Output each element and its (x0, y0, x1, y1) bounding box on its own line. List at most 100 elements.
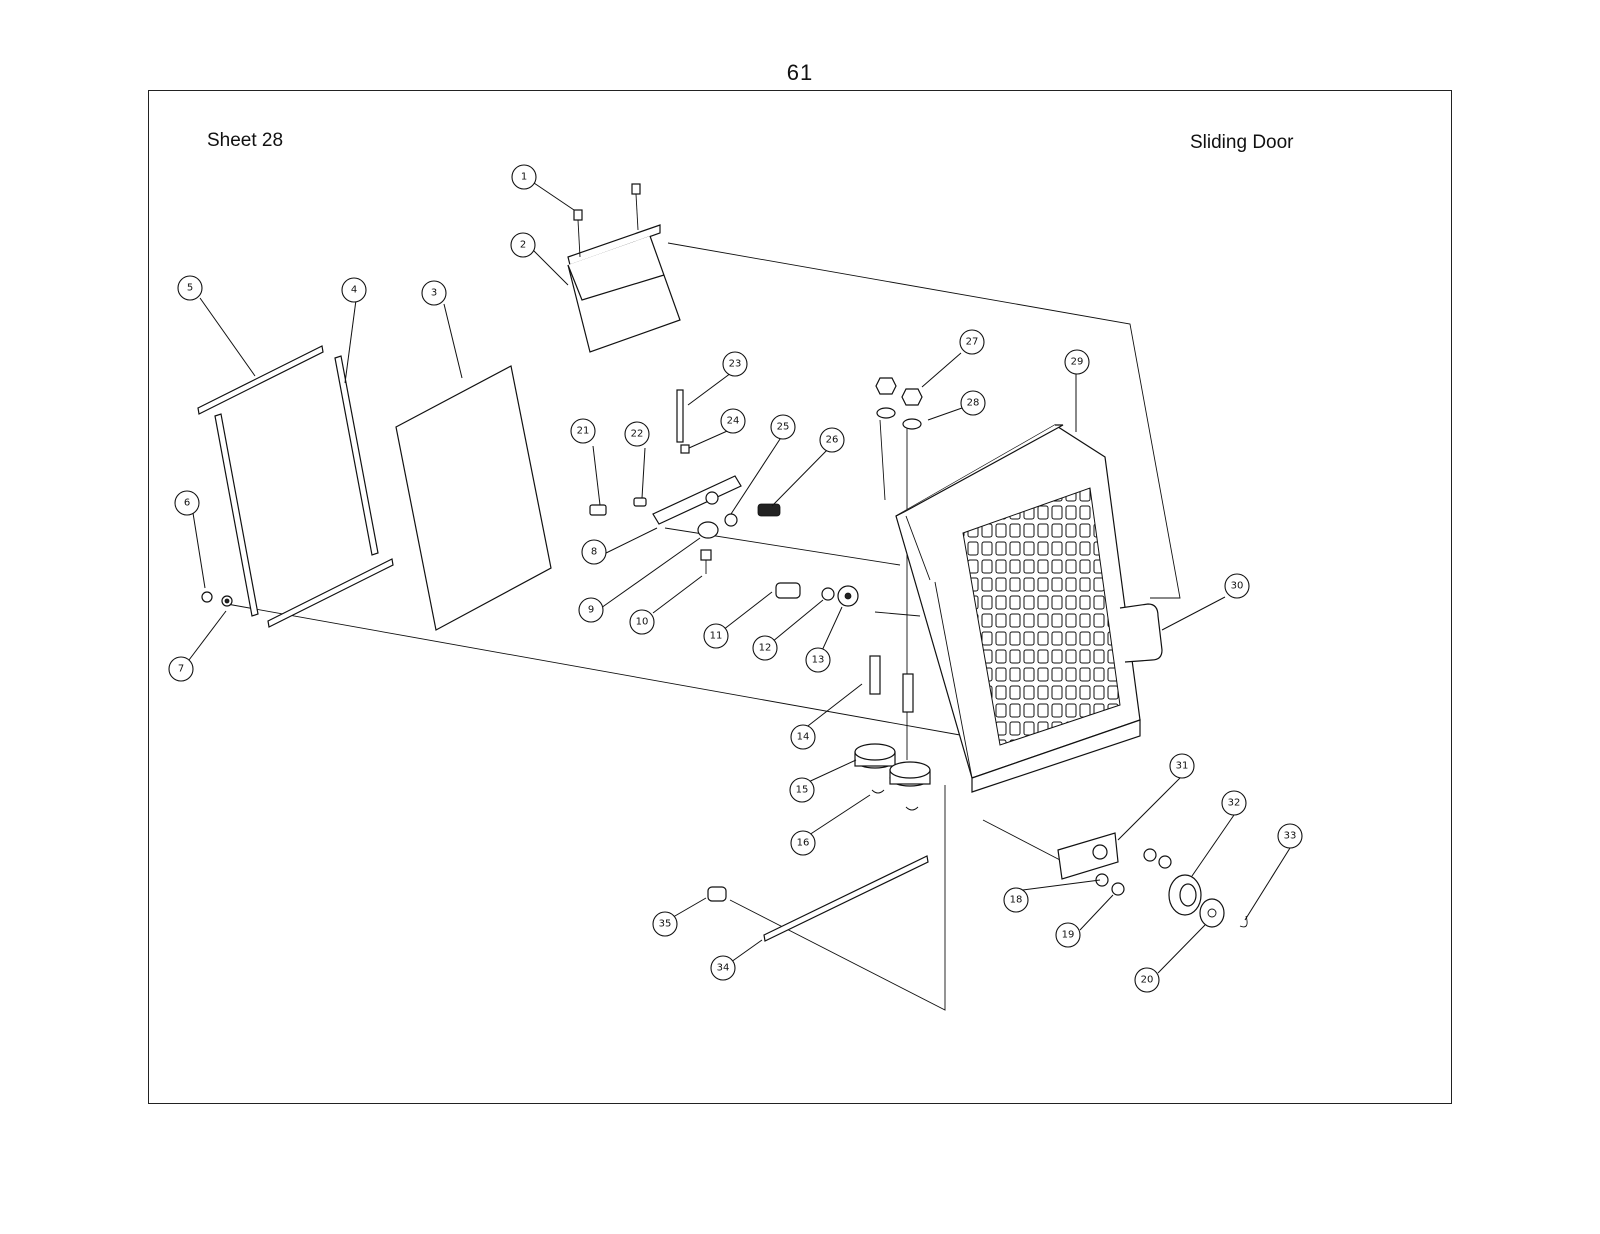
callout-8: 8 (581, 539, 607, 565)
callout-number: 18 (1010, 895, 1023, 906)
part-bottom-rail (707, 855, 929, 942)
callout-circle (581, 539, 607, 565)
callout-27: 27 (959, 329, 985, 355)
callout-number: 28 (967, 398, 980, 409)
part-rollers (854, 655, 931, 811)
callout-9: 9 (578, 597, 604, 623)
callout-circle (578, 597, 604, 623)
callout-number: 29 (1071, 357, 1084, 368)
callout-number: 22 (631, 429, 644, 440)
callout-circle (960, 390, 986, 416)
callout-12: 12 (752, 635, 778, 661)
callout-number: 30 (1231, 581, 1244, 592)
callout-21: 21 (570, 418, 596, 444)
callout-18: 18 (1003, 887, 1029, 913)
callout-19: 19 (1055, 922, 1081, 948)
callout-number: 23 (729, 359, 742, 370)
callout-32: 32 (1221, 790, 1247, 816)
callout-22: 22 (624, 421, 650, 447)
callout-14: 14 (790, 724, 816, 750)
part-handle (1119, 603, 1163, 663)
callout-circle (421, 280, 447, 306)
callout-circle (1169, 753, 1195, 779)
callout-number: 26 (826, 435, 839, 446)
part-pin-washer (201, 591, 233, 607)
callout-number: 1 (521, 172, 527, 183)
callout-13: 13 (805, 647, 831, 673)
callout-number: 34 (717, 963, 730, 974)
callout-number: 27 (966, 337, 979, 348)
callout-number: 21 (577, 426, 590, 437)
callout-25: 25 (770, 414, 796, 440)
callout-circle (722, 351, 748, 377)
callout-circle (703, 623, 729, 649)
callout-number: 24 (727, 416, 740, 427)
callout-number: 25 (777, 422, 790, 433)
callout-5: 5 (177, 275, 203, 301)
callout-circle (819, 427, 845, 453)
callout-33: 33 (1277, 823, 1303, 849)
callout-24: 24 (720, 408, 746, 434)
callout-number: 32 (1228, 798, 1241, 809)
callout-30: 30 (1224, 573, 1250, 599)
callout-20: 20 (1134, 967, 1160, 993)
page-number: 61 (786, 60, 814, 85)
callout-number: 31 (1176, 761, 1189, 772)
callout-circle (652, 911, 678, 937)
callout-number: 7 (178, 664, 184, 675)
callout-circle (752, 635, 778, 661)
part-glass-panel (395, 365, 552, 631)
callout-number: 12 (759, 643, 772, 654)
callout-26: 26 (819, 427, 845, 453)
callout-34: 34 (710, 955, 736, 981)
callout-number: 11 (710, 631, 723, 642)
callout-number: 6 (184, 498, 190, 509)
callout-circle (790, 830, 816, 856)
part-nuts (875, 377, 923, 430)
callout-number: 2 (520, 240, 526, 251)
callout-number: 9 (588, 605, 594, 616)
callout-circle (624, 421, 650, 447)
callout-circle (510, 232, 536, 258)
part-door-panel (895, 424, 1141, 793)
callout-2: 2 (510, 232, 536, 258)
callout-circle (1055, 922, 1081, 948)
callout-7: 7 (168, 656, 194, 682)
callout-circle (1277, 823, 1303, 849)
callout-28: 28 (960, 390, 986, 416)
callout-35: 35 (652, 911, 678, 937)
part-strips (197, 345, 394, 628)
callout-circle (1221, 790, 1247, 816)
leader-lines (188, 182, 1291, 974)
callout-number: 8 (591, 547, 597, 558)
part-bottom-guide (1057, 832, 1248, 928)
callout-circle (570, 418, 596, 444)
callout-circle (168, 656, 194, 682)
callout-number: 33 (1284, 831, 1297, 842)
callout-number: 5 (187, 283, 193, 294)
drawing-title: Sliding Door (1190, 132, 1294, 153)
callout-circle (1134, 967, 1160, 993)
callout-number: 15 (796, 785, 809, 796)
callout-circle (177, 275, 203, 301)
callout-circle (629, 609, 655, 635)
callout-16: 16 (790, 830, 816, 856)
callout-29: 29 (1064, 349, 1090, 375)
callout-circle (710, 955, 736, 981)
callout-4: 4 (341, 277, 367, 303)
callout-number: 20 (1141, 975, 1154, 986)
sheet-label: Sheet 28 (207, 130, 284, 151)
callout-circle (1003, 887, 1029, 913)
callout-11: 11 (703, 623, 729, 649)
callout-15: 15 (789, 777, 815, 803)
callout-circle (720, 408, 746, 434)
callout-31: 31 (1169, 753, 1195, 779)
callout-number: 35 (659, 919, 672, 930)
callout-circle (790, 724, 816, 750)
callout-circle (511, 164, 537, 190)
part-stud-washers (775, 582, 859, 607)
callout-circle (341, 277, 367, 303)
part-bracket (567, 183, 681, 353)
